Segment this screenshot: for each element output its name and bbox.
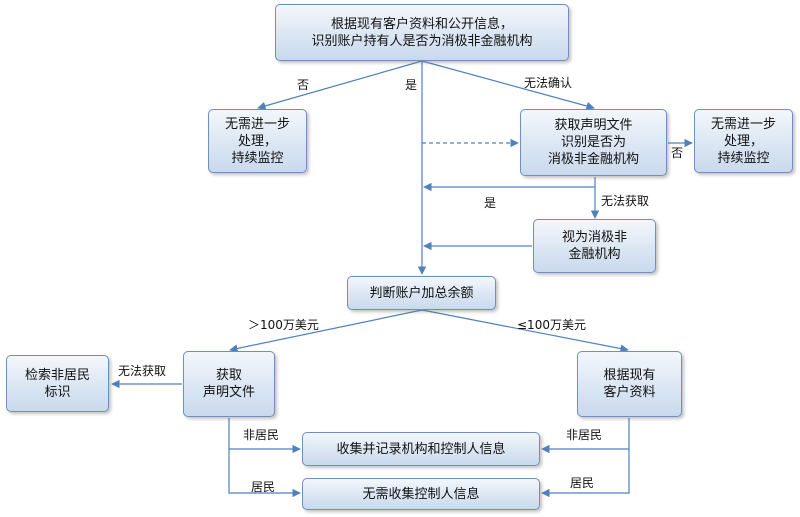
edge-root-to-statement [421, 60, 595, 111]
obtain-statement-2-node: 获取 声明文件 [183, 351, 275, 417]
obtain-statement-node: 获取声明文件 识别是否为 消极非金融机构 [520, 109, 667, 176]
existing-data-node: 根据现有 客户资料 [577, 351, 682, 417]
label-over-1m: ＞100万美元 [248, 318, 319, 332]
label-no: 否 [297, 78, 310, 92]
search-nonresident-node: 检索非居民 标识 [6, 355, 109, 412]
label-resident-right: 居民 [570, 476, 595, 490]
label-resident-left: 居民 [251, 480, 276, 494]
label-no-right: 否 [671, 146, 684, 160]
collect-info-node: 收集并记录机构和控制人信息 [302, 432, 540, 466]
no-further-processing-right-node: 无需进一步 处理， 持续监控 [694, 109, 793, 173]
label-nonresident-left: 非居民 [243, 428, 280, 442]
label-under-1m: ≤100万美元 [517, 318, 586, 332]
no-collect-node: 无需收集控制人信息 [302, 478, 540, 510]
root-identify-node: 根据现有客户资料和公开信息， 识别账户持有人是否为消极非金融机构 [275, 4, 569, 61]
label-nonresident-right: 非居民 [566, 428, 603, 442]
edge-statement-yes-back [423, 177, 596, 192]
no-further-processing-left-node: 无需进一步 处理， 持续监控 [208, 109, 307, 173]
edge-root-to-left [257, 60, 423, 110]
label-cannot-obtain: 无法获取 [601, 194, 650, 208]
edge-balance-to-right [421, 309, 629, 353]
judge-balance-node: 判断账户加总余额 [347, 276, 496, 310]
edge-balance-to-left [229, 309, 423, 353]
edge-right-resident [541, 449, 630, 498]
label-cannot-confirm: 无法确认 [524, 76, 573, 90]
label-yes-back: 是 [484, 196, 497, 210]
edge-left-resident [228, 449, 301, 498]
label-cannot-obtain-2: 无法获取 [118, 364, 167, 378]
label-yes: 是 [405, 78, 418, 92]
treat-as-passive-nfe-node: 视为消极非 金融机构 [533, 219, 656, 273]
